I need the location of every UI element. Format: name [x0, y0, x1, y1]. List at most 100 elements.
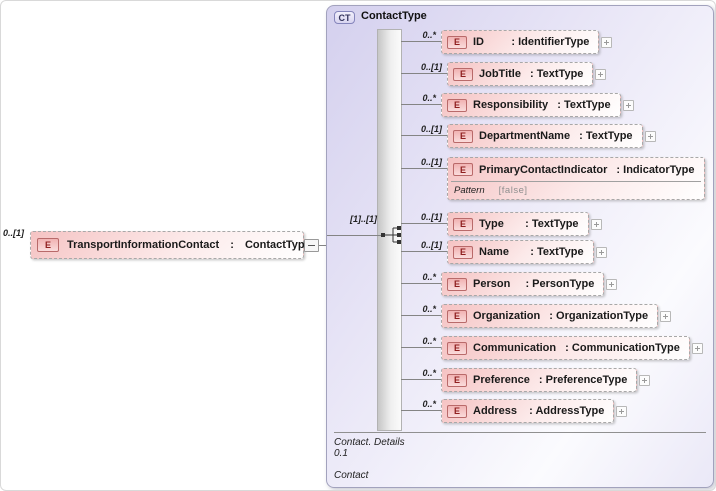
connector-line — [401, 41, 449, 42]
annotation-line: Contact. Details — [334, 437, 405, 448]
facet-row: Pattern [false] — [448, 182, 704, 199]
connector-line — [401, 283, 449, 284]
element-name: DepartmentName — [479, 130, 571, 142]
element-row-Preference: E Preference : PreferenceType — [441, 368, 651, 392]
element-name: JobTitle — [479, 68, 521, 80]
connector-line — [401, 315, 449, 316]
expand-icon[interactable] — [595, 68, 607, 80]
expand-icon[interactable] — [606, 278, 618, 290]
connector-line — [319, 245, 326, 246]
element-icon: E — [447, 341, 467, 355]
cardinality-label: 0..[1] — [420, 62, 442, 72]
connector-line — [401, 347, 449, 348]
annotation-divider — [334, 432, 706, 433]
element-row-Responsibility: E Responsibility : TextType — [441, 93, 634, 117]
element-name: Responsibility — [473, 99, 549, 111]
expand-icon[interactable] — [616, 405, 628, 417]
element-icon: E — [447, 309, 467, 323]
element-name: Person — [473, 278, 517, 290]
connector-line — [401, 168, 455, 169]
separator: : — [227, 239, 237, 251]
cardinality-label: 0..* — [422, 93, 436, 103]
complex-type-title: ContactType — [361, 10, 427, 22]
element-icon: E — [453, 163, 473, 176]
connector-line — [401, 379, 449, 380]
facet-value: [false] — [498, 185, 528, 196]
expand-icon[interactable] — [590, 218, 602, 230]
annotation-line: 0.1 — [334, 448, 348, 459]
root-cardinality-label: 0..[1] — [3, 228, 25, 238]
element-type: : IndicatorType — [613, 163, 695, 176]
element-type: : PersonType — [522, 278, 595, 290]
element-name: Preference — [473, 374, 530, 386]
element-type: : PreferenceType — [535, 374, 628, 386]
element-type: : TextType — [526, 68, 584, 80]
annotation-line — [334, 459, 706, 470]
expand-icon[interactable] — [601, 36, 613, 48]
element-name: Organization — [473, 310, 541, 322]
cardinality-label: 0..* — [422, 336, 436, 346]
expand-icon[interactable] — [595, 246, 607, 258]
element-name: Address — [473, 405, 521, 417]
complex-type-badge: CT — [334, 11, 355, 24]
connector-line — [401, 251, 455, 252]
cardinality-label: 0..* — [422, 30, 436, 40]
expand-icon[interactable] — [644, 130, 656, 142]
expand-icon[interactable] — [691, 342, 703, 354]
sequence-cardinality-label: [1]..[1] — [350, 214, 377, 224]
annotation-line: Contact — [334, 470, 369, 481]
element-TransportInformationContact[interactable]: E TransportInformationContact : ContactT… — [30, 231, 311, 259]
root-element-name: TransportInformationContact — [67, 239, 220, 251]
element-name: Type — [479, 218, 517, 230]
element-icon: E — [447, 277, 467, 291]
element-type: : IdentifierType — [508, 36, 590, 48]
expand-icon[interactable] — [622, 99, 634, 111]
collapse-icon[interactable] — [304, 239, 319, 252]
sequence-icon — [381, 226, 401, 244]
expand-icon[interactable] — [639, 374, 651, 386]
cardinality-label: 0..* — [422, 304, 436, 314]
element-Communication[interactable]: E Communication : CommunicationType — [441, 336, 690, 360]
element-icon: E — [447, 35, 467, 49]
cardinality-label: 0..[1] — [420, 124, 442, 134]
element-Responsibility[interactable]: E Responsibility : TextType — [441, 93, 621, 117]
element-row-Person: E Person : PersonType — [441, 272, 618, 296]
facet-divider — [451, 181, 702, 182]
connector-line — [327, 235, 384, 236]
element-icon: E — [447, 98, 467, 112]
expand-icon[interactable] — [660, 310, 672, 322]
cardinality-label: 0..[1] — [420, 212, 442, 222]
facet-label: Pattern — [454, 185, 485, 196]
element-type: : CommunicationType — [562, 342, 680, 354]
element-row-Communication: E Communication : CommunicationType — [441, 336, 703, 360]
connector-line — [401, 135, 455, 136]
element-name: Communication — [473, 342, 557, 354]
element-type: : TextType — [554, 99, 611, 111]
element-icon: E — [447, 404, 467, 418]
element-Preference[interactable]: E Preference : PreferenceType — [441, 368, 638, 392]
element-icon: E — [447, 373, 467, 387]
cardinality-label: 0..* — [422, 399, 436, 409]
cardinality-label: 0..* — [422, 272, 436, 282]
connector-line — [401, 104, 449, 105]
element-Person[interactable]: E Person : PersonType — [441, 272, 605, 296]
element-type: : TextType — [576, 130, 633, 142]
